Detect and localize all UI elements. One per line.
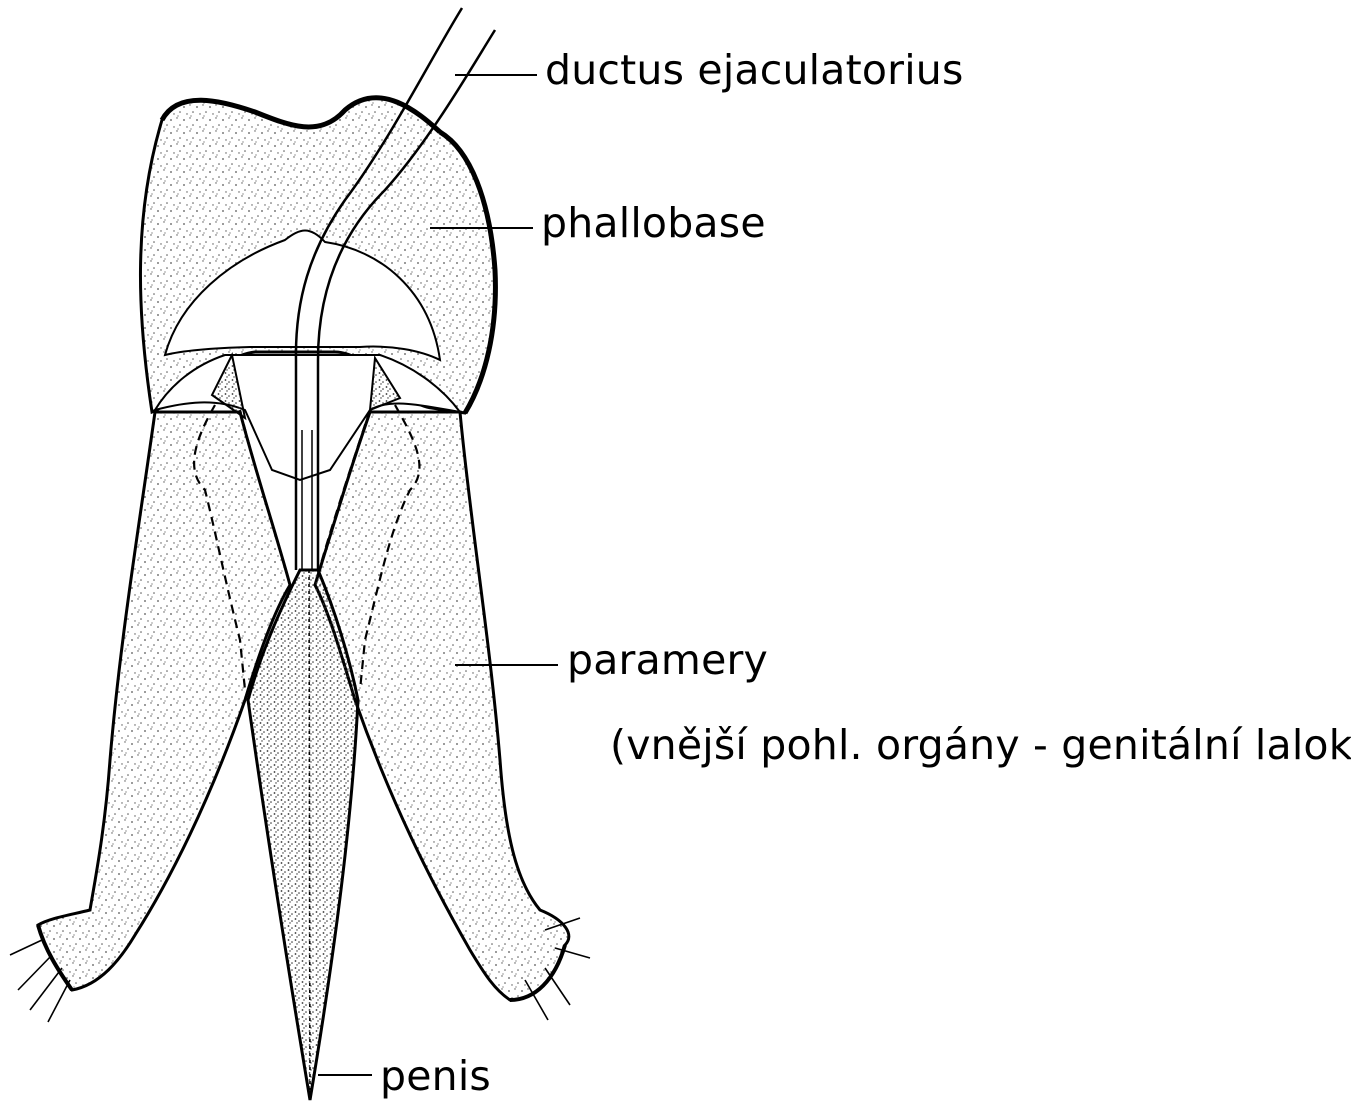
label-paramery-note: (vnější pohl. orgány - genitální laloky) [610, 725, 1351, 766]
label-phallobase: phallobase [541, 203, 766, 244]
label-paramery: paramery [567, 640, 768, 681]
label-ductus-ejaculatorius: ductus ejaculatorius [545, 50, 964, 91]
penis [248, 570, 358, 1100]
label-penis: penis [380, 1056, 491, 1097]
